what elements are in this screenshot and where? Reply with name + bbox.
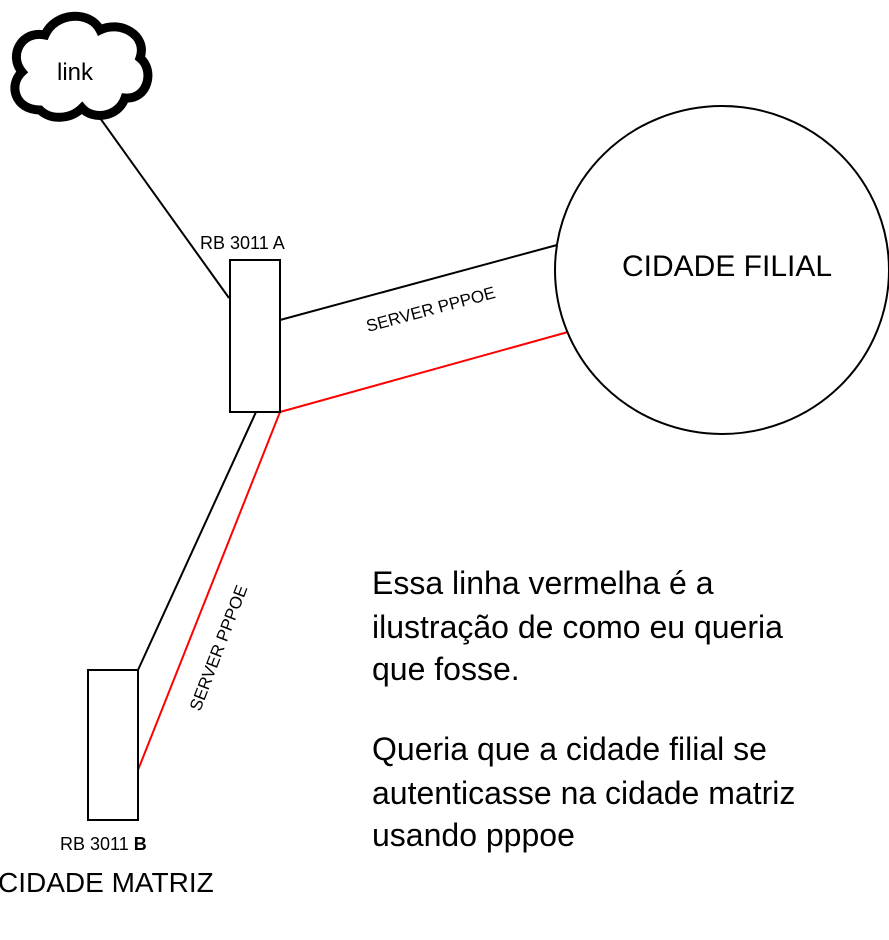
link-a-to-branch — [279, 244, 558, 321]
router-a-box — [229, 259, 281, 413]
link-label-a-to-b: SERVER PPPOE — [186, 583, 251, 714]
link-cloud-to-a — [99, 117, 230, 299]
note-line: autenticasse na cidade matriz — [372, 775, 795, 811]
link-a-to-b — [137, 411, 257, 671]
note-line: Essa linha vermelha é a — [372, 565, 714, 601]
router-b-label: RB 3011 B — [60, 834, 147, 854]
branch-city-circle — [554, 105, 889, 435]
note-line: que fosse. — [372, 651, 520, 687]
cloud-icon: link — [10, 11, 153, 122]
branch-city-label: CIDADE FILIAL — [622, 250, 832, 283]
router-a-label: RB 3011 A — [200, 233, 285, 253]
cloud-label: link — [57, 59, 94, 86]
note-line: ilustração de como eu queria — [372, 609, 783, 645]
desired-link-a-to-branch — [279, 331, 569, 413]
note-line: Queria que a cidade filial se — [372, 731, 767, 767]
router-b-box — [87, 669, 139, 821]
note-line: usando pppoe — [372, 817, 575, 853]
desired-link-a-to-b — [137, 411, 281, 771]
explanation-note: Essa linha vermelha é a ilustração de co… — [372, 565, 795, 853]
hq-city-label: CIDADE MATRIZ — [0, 867, 214, 898]
